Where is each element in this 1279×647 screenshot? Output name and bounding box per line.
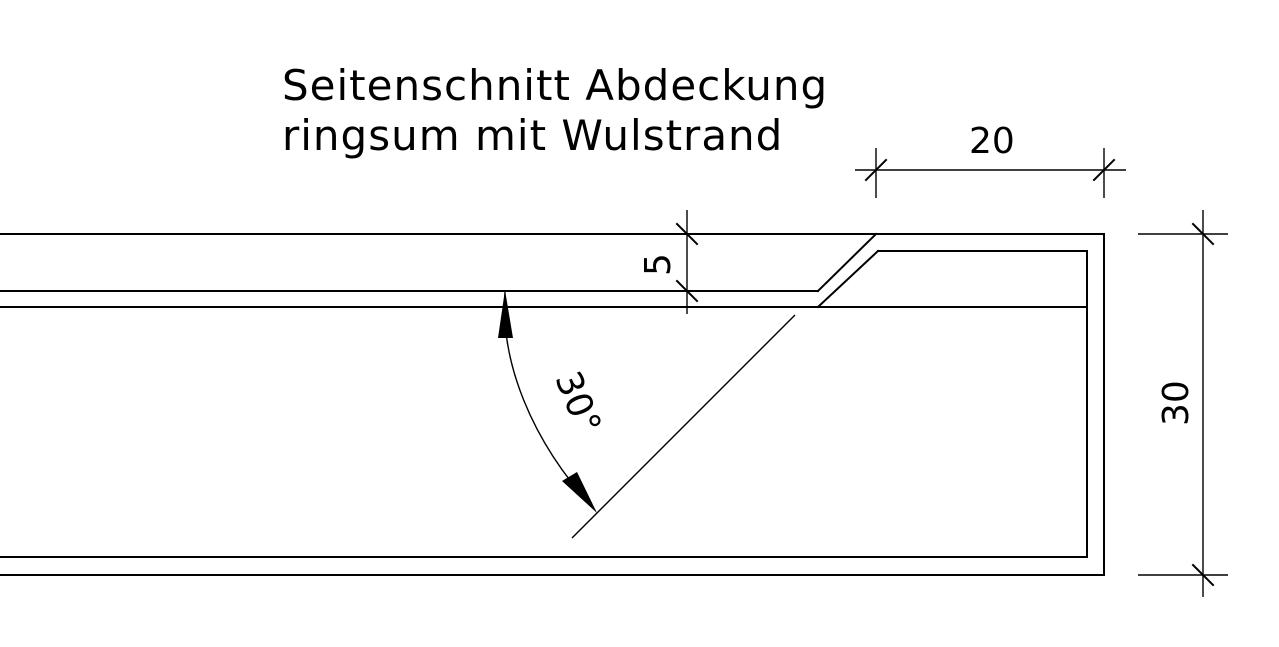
bead-inner-chamfer — [816, 249, 880, 309]
bead-outer-chamfer — [816, 232, 878, 293]
tick-left — [864, 158, 888, 182]
rim-tick-top — [675, 222, 699, 246]
dimension-width-top: 20 — [855, 121, 1126, 198]
dim-label-rim: 5 — [638, 253, 679, 276]
angle-arrow-top — [498, 290, 513, 338]
rim-tick-bottom — [675, 279, 699, 303]
dimension-rim: 5 — [638, 210, 700, 314]
angle-arrow-bottom — [562, 472, 597, 513]
angle-label: 30° — [546, 366, 608, 441]
title-line-1: Seitenschnitt Abdeckung — [282, 61, 828, 110]
outer-contour — [0, 233, 1105, 576]
angle-reference-line — [571, 314, 796, 539]
dim-label-width: 20 — [969, 121, 1015, 162]
height-tick-bottom — [1191, 563, 1215, 587]
title-line-2: ringsum mit Wulstrand — [282, 111, 783, 160]
height-tick-top — [1191, 222, 1215, 246]
dim-label-height: 30 — [1156, 380, 1197, 426]
tick-right — [1092, 158, 1116, 182]
dimension-height: 30 — [1138, 210, 1228, 597]
inner-contour — [0, 232, 1088, 558]
